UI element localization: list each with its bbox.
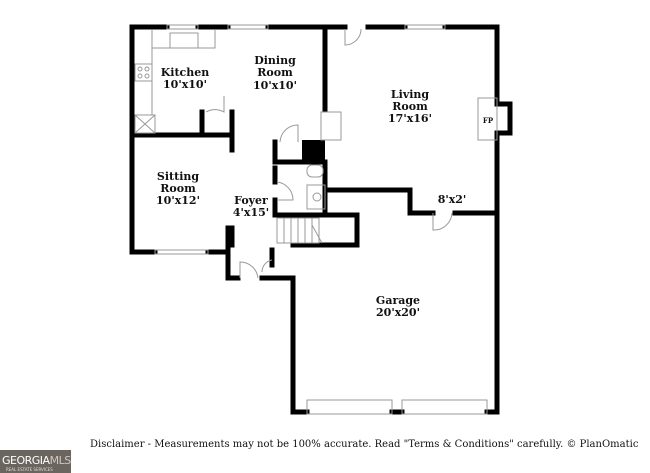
room-kitchen-size: 10'x10' [163,78,207,91]
room-dining-name: Dining [254,54,296,67]
room-foyer-name: Foyer [234,194,268,207]
fixtures [134,24,498,415]
room-living-name2: Room [392,100,428,113]
room-sitting-name2: Room [160,182,196,195]
room-foyer-size: 4'x15' [233,206,269,219]
room-labels: Kitchen 10'x10' Dining Room 10'x10' Livi… [156,54,494,319]
door-swing [432,212,453,231]
kitchen-sink [169,32,199,49]
room-sitting-size: 10'x12' [156,194,200,207]
room-hall-size: 8'x2' [438,193,467,206]
chimney-block [302,140,325,162]
garage-door [306,399,393,415]
toilet [306,164,324,178]
disclaimer: Disclaimer - Measurements may not be 100… [90,439,639,450]
fridge [134,114,156,134]
door-swing [261,259,273,273]
room-garage-name: Garage [376,294,420,307]
door-swing [279,124,299,143]
stairs [276,217,323,244]
window [227,24,269,30]
room-sitting-name: Sitting [157,170,199,183]
fireplace-label: FP [483,116,494,125]
room-dining-size: 10'x10' [253,79,297,92]
room-kitchen-name: Kitchen [161,66,210,79]
door-swing [344,28,362,46]
room-living-name: Living [391,88,429,101]
room-dining-name2: Room [257,66,293,79]
bath-sink [306,184,326,210]
room-garage-size: 20'x20' [376,306,420,319]
georgia-mls-logo: GEORGIAMLS REAL ESTATE SERVICES [0,450,71,473]
window [154,249,209,255]
door-swing [239,261,259,279]
door-swing [205,96,225,113]
door-swing [276,181,294,201]
window [166,24,199,30]
garage-door [401,399,488,415]
stove [134,63,153,82]
room-living-size: 17'x16' [388,112,432,125]
fireplace [477,97,498,141]
window [404,24,446,30]
walls [129,24,513,415]
